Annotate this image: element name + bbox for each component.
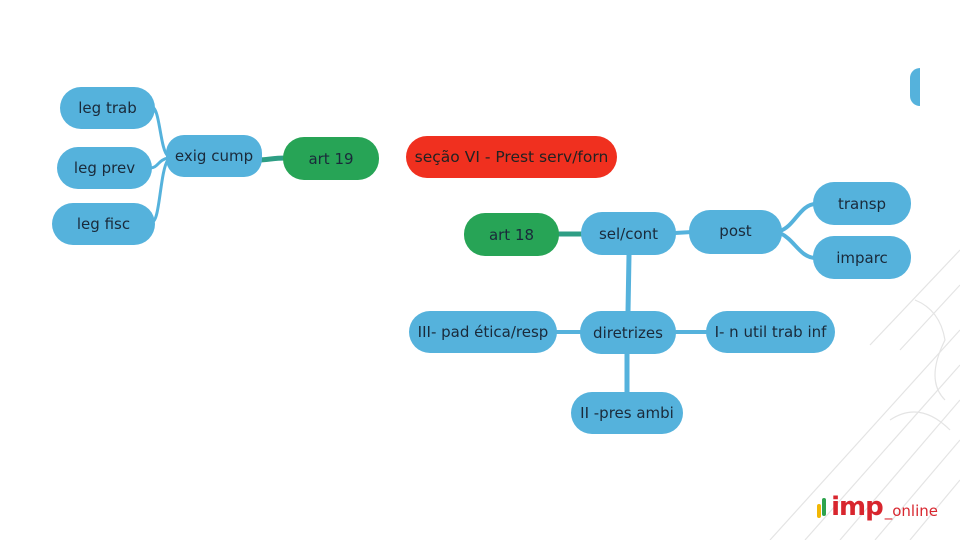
node-art18[interactable]: art 18: [464, 213, 559, 256]
node-pad-etica[interactable]: III- pad ética/resp: [409, 311, 557, 353]
logo-flag-icon: [817, 498, 827, 520]
node-pres-ambi[interactable]: II -pres ambi: [571, 392, 683, 434]
logo-suffix: _online: [884, 502, 938, 520]
node-art19[interactable]: art 19: [283, 137, 379, 180]
node-sel-cont[interactable]: sel/cont: [581, 212, 676, 255]
node-diretrizes[interactable]: diretrizes: [580, 311, 676, 354]
node-root[interactable]: seção VI - Prest serv/forn: [406, 136, 617, 178]
node-transp[interactable]: transp: [813, 182, 911, 225]
node-offscreen-partial[interactable]: [910, 68, 920, 106]
art19-exig-line: [255, 155, 289, 163]
node-leg-fisc[interactable]: leg fisc: [52, 203, 155, 245]
imp-online-logo: imp _online: [817, 494, 938, 520]
node-leg-prev[interactable]: leg prev: [57, 147, 152, 189]
exig-legfisc-line: [150, 158, 170, 224]
post-transp-line: [778, 202, 818, 233]
sel-diretrizes-line: [625, 252, 632, 315]
node-imparc[interactable]: imparc: [813, 236, 911, 279]
logo-mark: imp: [831, 492, 884, 522]
post-imparc-line: [778, 231, 818, 260]
node-post[interactable]: post: [689, 210, 782, 254]
node-exig-cump[interactable]: exig cump: [166, 135, 262, 177]
node-n-util[interactable]: I- n util trab inf: [706, 311, 835, 353]
node-leg-trab[interactable]: leg trab: [60, 87, 155, 129]
